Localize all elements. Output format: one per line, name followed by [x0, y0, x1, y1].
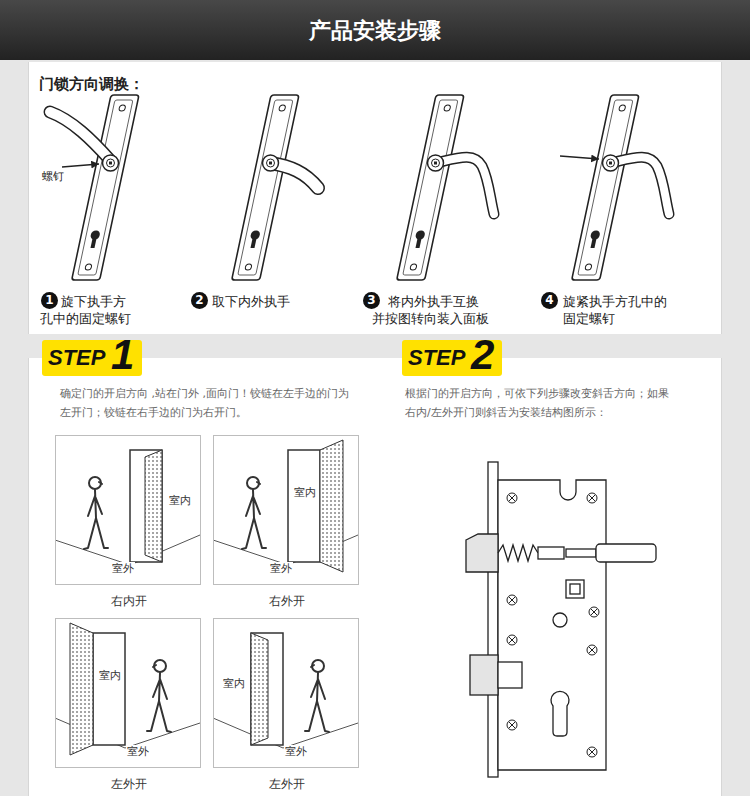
step-badge-word: STEP — [408, 344, 465, 372]
part-name: 螺钉 — [42, 170, 64, 183]
step-description: 确定门的开启方向 ,站在门外 ,面向门！铰链在左手边的门为左开门；铰链在右手边的… — [60, 384, 350, 422]
door-scene — [55, 450, 200, 565]
room-label: 室内 — [293, 486, 317, 499]
section-heading: 门锁方向调换： — [39, 74, 144, 94]
door-scene — [55, 623, 200, 755]
room-label: 室内 — [168, 494, 192, 507]
callout-number: 1 — [41, 292, 58, 309]
door-picture-frame: 室内室外右外开 — [213, 435, 359, 585]
step-badge-number: 1 — [111, 332, 134, 378]
screw-arrows — [62, 156, 599, 167]
step-description: 根据门的开启方向，可依下列步骤改变斜舌方向；如果右内/左外开门则斜舌为安装结构图… — [405, 384, 677, 422]
step-number-circle: 3 — [363, 292, 380, 309]
room-label: 室外 — [111, 562, 135, 575]
door-direction-caption: 右内开 — [56, 594, 202, 608]
callout-number: 2 — [191, 292, 208, 309]
room-label: 室外 — [269, 562, 293, 575]
step-badge-number: 2 — [471, 332, 494, 378]
door-direction-caption: 左外开 — [214, 777, 360, 791]
room-label: 室内 — [98, 669, 122, 682]
lock-plates — [72, 95, 639, 280]
page-title: 产品安装步骤 — [0, 17, 750, 45]
step-number-circle: 2 — [191, 292, 208, 309]
lock-screws — [507, 493, 599, 757]
handle-roses — [103, 155, 619, 171]
door-picture-frame: 室内室外右内开 — [55, 435, 201, 585]
room-label: 室内 — [222, 677, 246, 690]
step-caption: 将内外执手互换并按图转向装入面板 — [372, 293, 491, 327]
door-scene — [213, 633, 358, 748]
callout-number: 4 — [541, 292, 558, 309]
step-number-circle: 4 — [541, 292, 558, 309]
lever-handles — [50, 112, 669, 214]
step-badge-word: STEP — [48, 344, 105, 372]
step-number-circle: 1 — [41, 292, 58, 309]
door-picture-frame: 室内室外左外开 — [55, 618, 201, 768]
door-scene — [213, 440, 358, 572]
room-label: 室外 — [126, 745, 150, 758]
door-direction-caption: 右外开 — [214, 594, 360, 608]
mortise-lock — [466, 462, 656, 777]
section-panel: 门锁方向调换： 1 2 3 4 — [28, 62, 722, 334]
door-direction-caption: 左外开 — [56, 777, 202, 791]
step-caption: 旋下执手方孔中的固定螺钉 — [40, 293, 136, 327]
lower-panel-ground — [28, 358, 722, 796]
step-caption: 旋紧执手方孔中的固定螺钉 — [563, 293, 671, 327]
step-caption: 取下内外执手 — [212, 293, 332, 310]
room-label: 室外 — [284, 745, 308, 758]
door-picture-frame: 室内室外左外开 — [213, 618, 359, 768]
callout-number: 3 — [363, 292, 380, 309]
